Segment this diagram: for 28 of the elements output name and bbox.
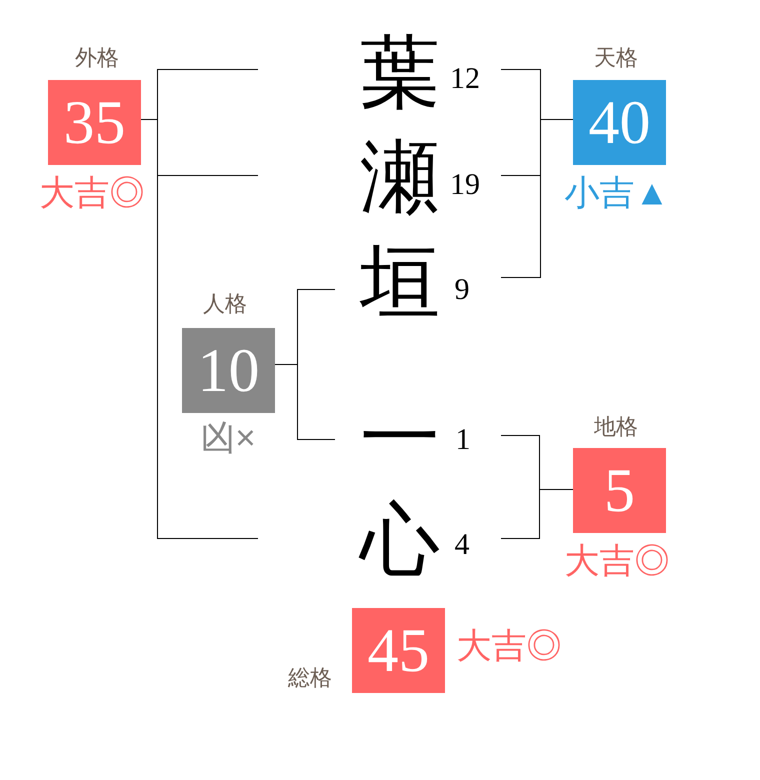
fortune-label: 凶× <box>200 420 256 456</box>
connector-line <box>500 119 574 278</box>
connector-line <box>274 364 336 440</box>
name-character: 垣 <box>360 242 440 322</box>
name-character: 一 <box>360 398 440 478</box>
name-character: 瀬 <box>360 137 440 217</box>
score-box: 35 <box>48 80 141 165</box>
connector-line <box>500 489 574 539</box>
category-label: 外格 <box>75 47 119 69</box>
fortune-label: 大吉◎ <box>40 176 144 210</box>
fortune-label: 大吉◎ <box>456 628 562 664</box>
score-box: 10 <box>182 328 275 413</box>
name-character: 心 <box>360 500 440 580</box>
stroke-count: 19 <box>450 170 480 200</box>
name-character: 葉 <box>360 33 440 113</box>
stroke-count: 1 <box>456 425 470 455</box>
stroke-count: 4 <box>454 530 470 560</box>
category-label: 地格 <box>594 416 638 438</box>
category-label: 人格 <box>203 293 247 315</box>
fortune-label: 大吉◎ <box>564 544 670 578</box>
score-box: 5 <box>573 448 666 533</box>
score-box: 45 <box>352 608 445 693</box>
fortune-label: 小吉▲ <box>564 176 670 210</box>
stroke-count: 12 <box>450 64 480 94</box>
category-label: 天格 <box>594 47 638 69</box>
stroke-count: 9 <box>454 275 470 305</box>
score-box: 40 <box>573 80 666 165</box>
category-label: 総格 <box>288 667 332 689</box>
